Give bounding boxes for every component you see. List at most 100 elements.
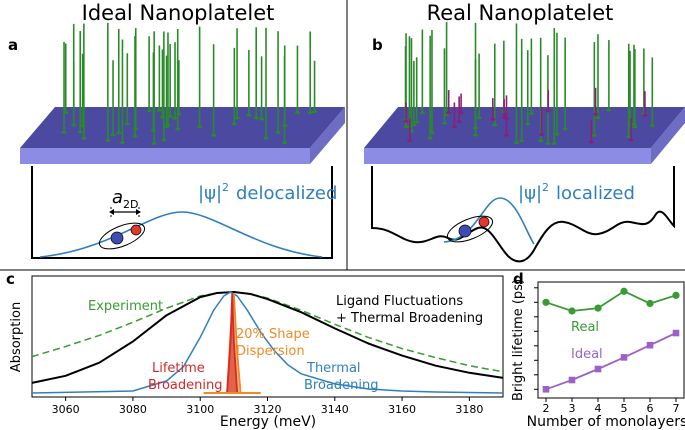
ligand-anchor-b [476, 116, 482, 120]
data-point-ideal [594, 365, 602, 373]
x-tick-label: 3180 [455, 403, 483, 416]
spectrum-ylabel: Absorption [9, 302, 24, 372]
ligand-anchor-b [427, 136, 433, 140]
a2d-sub: 2D [123, 198, 138, 211]
ligand-anchor [119, 141, 126, 144]
panel-b-title: Real Nanoplatelet [427, 1, 614, 25]
ligand-anchor [282, 124, 288, 127]
ligand-anchor [175, 127, 181, 131]
ligand-anchor [263, 136, 269, 140]
ligand-anchor-purple [545, 109, 551, 113]
panel-b: Real Nanoplatelet b |ψ|2 localized [364, 1, 685, 263]
ligand-anchor [71, 123, 77, 127]
ligand-anchor-b [595, 116, 601, 120]
localized-label: localized [556, 183, 635, 204]
ligand-anchor [281, 141, 288, 145]
ligand-anchor-purple [403, 119, 409, 123]
psi-symbol-b: |ψ|2 [518, 181, 549, 204]
ligand-anchor [246, 113, 252, 117]
ligand-anchor-b [545, 142, 551, 146]
ligand-anchor [159, 115, 166, 119]
data-point-real [594, 304, 602, 312]
ligand-anchor [151, 142, 157, 145]
experiment-label: Experiment [88, 299, 163, 314]
ligand-anchor [176, 112, 182, 116]
ligand-anchor-purple [501, 116, 507, 119]
data-point-real [646, 299, 654, 308]
ligand-anchor [172, 116, 178, 120]
x-tick-label: 3100 [186, 403, 214, 416]
ligand-anchor [234, 116, 240, 120]
data-point-ideal [542, 386, 550, 393]
series-line-real [545, 290, 677, 312]
a2d-label-group: a2D [109, 187, 141, 217]
ligand-anchor-b [492, 123, 498, 127]
hole-sphere [110, 231, 124, 245]
ligand-anchor-b [414, 120, 420, 124]
data-point-ideal [646, 341, 654, 349]
ligand-anchor [161, 138, 167, 142]
ligand-anchor-purple [642, 114, 648, 117]
ligand-anchor [77, 130, 83, 134]
lifetime-series [542, 287, 680, 393]
data-point-real [672, 291, 680, 299]
ligand-anchor [231, 122, 237, 126]
ligand-anchor [132, 134, 138, 138]
ligand-anchor [146, 109, 152, 113]
x-tick-label: 6 [647, 402, 654, 415]
panel-d: d Bright lifetime (ps) Number of monolay… [511, 270, 685, 430]
psi-exp-a: 2 [222, 181, 229, 194]
spectrum-series-2 [31, 291, 504, 384]
ligand-anchor [307, 111, 313, 115]
exciton-orbit-b [446, 215, 494, 243]
ligand-anchor [197, 125, 203, 129]
ligand-anchor-purple [503, 133, 510, 137]
ligand-anchor-purple [451, 125, 457, 129]
ligand-anchor [311, 110, 318, 114]
x-tick-label: 3160 [388, 403, 416, 416]
spectrum-xlabel: Energy (meV) [220, 414, 316, 430]
ligand-label-line2: + Thermal Broadening [336, 311, 483, 326]
x-tick-label: 3120 [254, 403, 282, 416]
ligand-anchor-b [441, 121, 448, 125]
data-point-real [620, 287, 628, 295]
ligand-anchor [110, 133, 116, 137]
panel-a-title: Ideal Nanoplatelet [82, 1, 275, 25]
thermal-label-line1: Thermal [306, 361, 361, 376]
ligand-anchor [150, 129, 157, 132]
ligand-anchor-purple [490, 117, 496, 121]
ligand-anchor [81, 136, 87, 140]
a2d-base: a [112, 187, 123, 208]
ligand-anchor-b [472, 133, 479, 137]
spectrum-series-1 [31, 291, 504, 373]
ligand-anchor [167, 115, 173, 118]
ligand-anchor-b [631, 122, 637, 126]
ligand-anchor-purple [593, 112, 599, 116]
data-point-ideal [672, 329, 680, 337]
delocalized-label: delocalized [236, 183, 337, 204]
x-tick-label: 2 [543, 402, 550, 415]
panel-a: Ideal Nanoplatelet a a2D |ψ|2 de [8, 1, 345, 259]
a2d-label: a2D [112, 187, 139, 211]
ligand-anchor-b [472, 126, 479, 130]
lifetime-label-line2: Broadening [148, 378, 223, 393]
ligand-anchor-b [519, 139, 525, 143]
panel-c-letter: c [6, 270, 15, 288]
x-tick-label: 3060 [52, 403, 80, 416]
ligand-anchor [294, 111, 301, 115]
electron-sphere [130, 224, 142, 236]
ideal-platelet-slab [20, 107, 345, 164]
ligand-anchor-b [528, 112, 534, 116]
ligand-anchor [165, 123, 171, 127]
ligand-anchor [253, 116, 259, 120]
delocalized-wavefunction [39, 211, 323, 258]
hole-sphere-b [458, 224, 472, 238]
psi-label-b: |ψ|2 localized [518, 181, 635, 204]
data-point-real [568, 307, 576, 315]
ligand-anchor [116, 131, 122, 135]
x-tick-label: 5 [621, 402, 628, 415]
